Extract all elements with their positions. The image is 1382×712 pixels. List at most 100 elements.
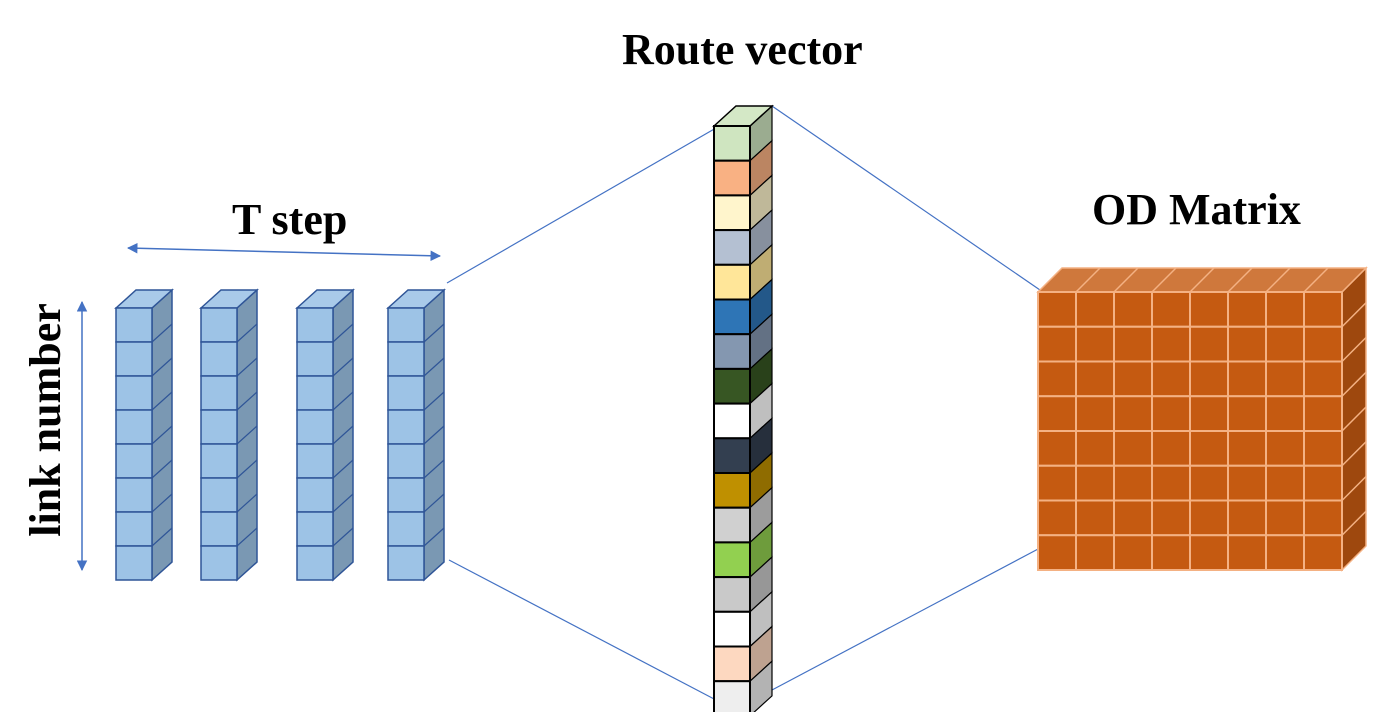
link-cube: [387, 307, 425, 343]
od-cell: [1037, 430, 1077, 467]
route-cell: [713, 298, 751, 336]
link-side-edge: [236, 493, 258, 513]
od-cell: [1303, 430, 1343, 467]
link-cube: [296, 443, 334, 479]
od-cell: [1265, 464, 1305, 502]
link-cube: [296, 375, 334, 411]
connector-line: [771, 105, 1041, 291]
route-cell: [713, 194, 751, 232]
od-top-edge: [1227, 267, 1253, 293]
od-cell: [1303, 395, 1343, 432]
od-cell: [1113, 464, 1153, 502]
route-cell: [713, 576, 751, 613]
link-side-edge: [423, 391, 445, 411]
link-cube: [296, 545, 334, 581]
link-side-edge: [332, 459, 354, 479]
od-cell: [1151, 360, 1191, 398]
od-cell: [1151, 430, 1191, 467]
od-cell: [1075, 325, 1115, 363]
link-column: [295, 288, 355, 582]
link-cube: [296, 511, 334, 547]
link-side-edge: [151, 357, 173, 377]
link-side-edge: [151, 493, 173, 513]
od-cell: [1037, 499, 1077, 537]
od-cell: [1037, 534, 1077, 571]
link-side-edge: [151, 323, 173, 343]
link-side-edge: [236, 391, 258, 411]
od-cell: [1303, 499, 1343, 537]
route-cell: [713, 263, 751, 301]
od-cell: [1113, 395, 1153, 432]
t-step-label: T step: [232, 195, 348, 244]
od-top-edge: [1303, 267, 1329, 293]
od-cell: [1227, 291, 1267, 328]
link-side-edge: [332, 323, 354, 343]
od-cell: [1075, 291, 1115, 328]
link-column: [114, 288, 174, 582]
od-cell: [1265, 430, 1305, 467]
od-cell: [1075, 395, 1115, 432]
od-side-edge: [1341, 302, 1367, 328]
od-cell: [1227, 325, 1267, 363]
link-side-edge: [332, 425, 354, 445]
route-vector-label: Route vector: [622, 25, 863, 74]
link-columns: [114, 288, 446, 582]
od-side-edge: [1341, 441, 1367, 467]
od-matrix-block: [1036, 266, 1368, 572]
link-column: [386, 288, 446, 582]
od-cell: [1037, 464, 1077, 502]
link-side-edge: [151, 459, 173, 479]
route-cell: [713, 472, 751, 509]
link-cube: [296, 307, 334, 343]
route-cell: [713, 125, 751, 162]
link-cube: [115, 341, 153, 377]
link-cube: [200, 375, 238, 411]
link-cube: [296, 477, 334, 513]
od-cell: [1265, 395, 1305, 432]
link-side-edge: [151, 391, 173, 411]
od-cell: [1227, 360, 1267, 398]
route-cell: [713, 506, 751, 544]
od-cell: [1227, 464, 1267, 502]
route-cell: [713, 680, 751, 712]
route-cell: [713, 402, 751, 440]
link-cube: [387, 511, 425, 547]
od-cell: [1189, 291, 1229, 328]
od-cell: [1189, 464, 1229, 502]
od-side-edge: [1341, 475, 1367, 502]
od-top-edge: [1189, 267, 1215, 293]
link-cube: [387, 341, 425, 377]
od-cell: [1075, 464, 1115, 502]
od-cell: [1037, 360, 1077, 398]
link-cube: [115, 545, 153, 581]
link-side-edge: [332, 493, 354, 513]
od-cell: [1265, 360, 1305, 398]
route-vector-column: [712, 104, 774, 712]
od-top-edge: [1151, 267, 1177, 293]
link-cube: [296, 341, 334, 377]
od-cell: [1227, 534, 1267, 571]
od-cell: [1113, 360, 1153, 398]
od-cell: [1037, 291, 1077, 328]
od-cell: [1151, 325, 1191, 363]
link-cube: [296, 409, 334, 445]
link-side-edge: [236, 357, 258, 377]
od-cell: [1189, 325, 1229, 363]
od-cell: [1189, 430, 1229, 467]
link-cube: [115, 375, 153, 411]
od-cell: [1189, 360, 1229, 398]
route-cell: [713, 367, 751, 405]
link-side-edge: [423, 357, 445, 377]
od-cell: [1303, 464, 1343, 502]
od-cell: [1227, 395, 1267, 432]
od-cell: [1113, 325, 1153, 363]
link-cube: [200, 477, 238, 513]
od-cell: [1113, 291, 1153, 328]
od-side-edge: [1341, 371, 1367, 397]
link-cube: [115, 443, 153, 479]
od-matrix-label: OD Matrix: [1092, 185, 1301, 234]
link-cube: [200, 307, 238, 343]
link-cube: [115, 409, 153, 445]
od-top-edge: [1075, 267, 1101, 293]
link-side-edge: [151, 425, 173, 445]
